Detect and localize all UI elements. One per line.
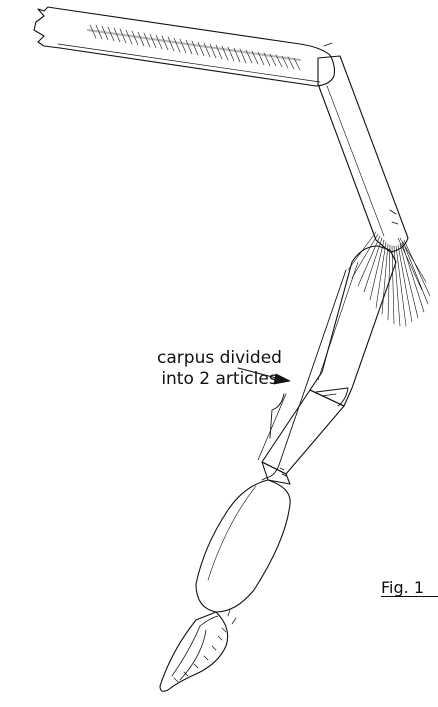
- carpus-article-1: [258, 390, 344, 474]
- long-segment: [310, 246, 396, 406]
- figure-caption: Fig. 1: [381, 578, 424, 597]
- annotation-line-2: into 2 articles: [147, 369, 292, 389]
- propodus: [196, 480, 290, 612]
- caption-underline: [381, 596, 438, 597]
- chela: [160, 610, 236, 691]
- bristle-tuft: [348, 232, 430, 326]
- second-segment: [318, 56, 408, 252]
- annotation-line-1: carpus divided: [147, 348, 292, 368]
- proximal-segment: [34, 7, 335, 86]
- segment-stippling: [88, 25, 300, 70]
